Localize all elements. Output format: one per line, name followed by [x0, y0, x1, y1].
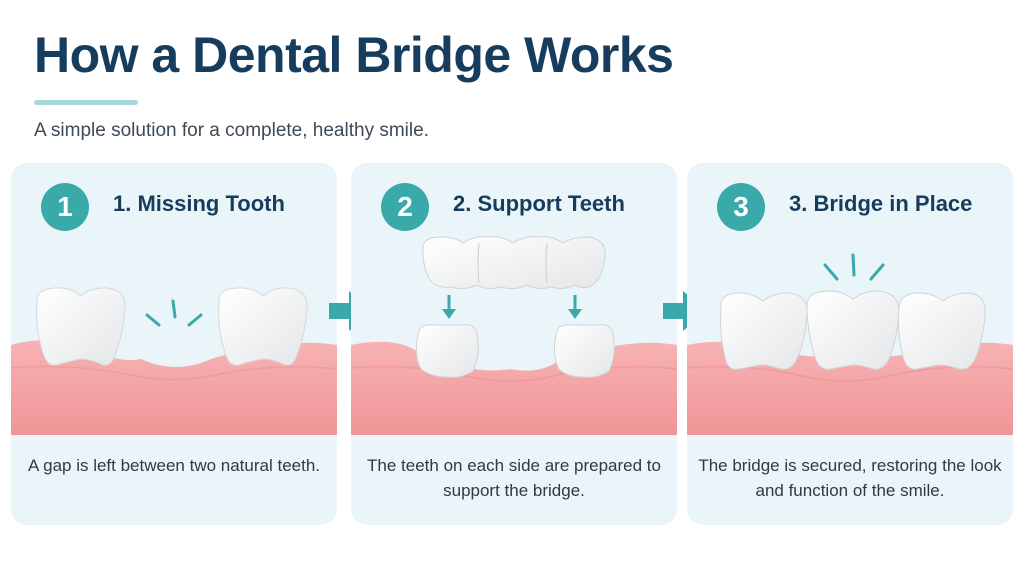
step-panel-1: 1 1. Missing Tooth A gap is left between…: [11, 163, 337, 525]
prepared-teeth-illustration: [351, 236, 677, 435]
gap-teeth-illustration: [11, 287, 337, 435]
step-badge-3: 3: [717, 183, 765, 231]
step-panel-2: 2 2. Support Teeth The teeth on each sid…: [351, 163, 677, 525]
arrow-right-icon: [663, 291, 707, 331]
step-caption-2: The teeth on each side are prepared to s…: [367, 456, 661, 500]
title-underline: [34, 100, 138, 105]
bridge-installed-illustration: [687, 253, 1013, 435]
step-badge-2: 2: [381, 183, 429, 231]
page-title: How a Dental Bridge Works: [34, 27, 674, 83]
step-title-1: 1. Missing Tooth: [113, 191, 285, 216]
step-caption-3: The bridge is secured, restoring the loo…: [698, 456, 1002, 500]
page-subtitle: A simple solution for a complete, health…: [34, 120, 429, 141]
step-caption-1: A gap is left between two natural teeth.: [27, 456, 321, 475]
step-badge-1: 1: [41, 183, 89, 231]
step-panel-3: 3 3. Bridge in Place The bridge is secur…: [687, 163, 1013, 525]
step-title-3: 3. Bridge in Place: [789, 191, 973, 216]
step-title-2: 2. Support Teeth: [453, 191, 625, 216]
